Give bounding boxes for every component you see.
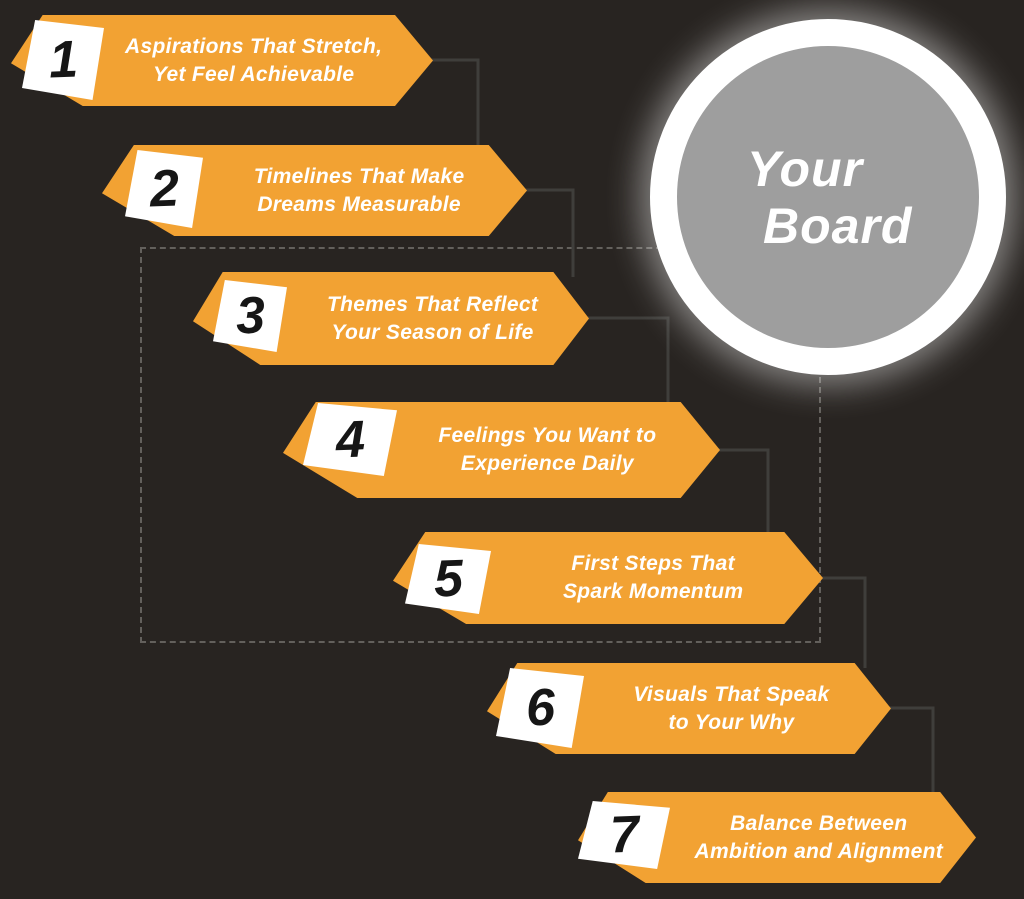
- step-7-line2: Ambition and Alignment: [694, 839, 944, 863]
- step-7-text: Balance Between Ambition and Alignment: [685, 792, 952, 883]
- step-4-line1: Feelings You Want to: [438, 424, 657, 447]
- connector-step1-step2: [425, 58, 480, 150]
- connector-step3-step4: [582, 316, 670, 407]
- step-6-text: Visuals That Speak to Your Why: [596, 663, 867, 754]
- step-5-line1: First Steps That: [571, 552, 735, 575]
- step-6-line2: to Your Why: [668, 710, 795, 734]
- step-7-number: 7: [608, 805, 640, 865]
- step-4-text: Feelings You Want to Experience Daily: [401, 402, 694, 498]
- step-6-number-plate: 6: [496, 668, 584, 748]
- step-4-number-plate: 4: [303, 403, 397, 476]
- step-banner-1: Aspirations That Stretch, Yet Feel Achie…: [11, 15, 433, 106]
- step-2-number-plate: 2: [125, 150, 203, 228]
- step-5-line2: Spark Momentum: [562, 580, 744, 603]
- step-3-line1: Themes That Reflect: [327, 292, 539, 316]
- step-3-number-plate: 3: [213, 280, 287, 352]
- step-1-number: 1: [47, 30, 79, 90]
- step-1-line2: Yet Feel Achievable: [152, 62, 355, 86]
- step-6-line1: Visuals That Speak: [633, 682, 830, 706]
- step-2-number: 2: [148, 159, 180, 219]
- step-7-number-plate: 7: [578, 801, 670, 869]
- step-1-number-plate: 1: [22, 20, 104, 100]
- step-1-text: Aspirations That Stretch, Yet Feel Achie…: [108, 15, 399, 106]
- step-4-number: 4: [334, 410, 366, 469]
- step-5-text: First Steps That Spark Momentum: [509, 532, 797, 624]
- step-7-line1: Balance Between: [730, 811, 908, 835]
- step-2-text: Timelines That Make Dreams Measurable: [217, 145, 502, 236]
- board-title-line2: Board: [763, 198, 913, 254]
- step-6-number: 6: [524, 678, 556, 738]
- connector-step5-step6: [815, 576, 867, 668]
- step-2-line2: Dreams Measurable: [257, 192, 461, 216]
- step-3-text: Themes That Reflect Your Season of Life: [300, 272, 565, 365]
- step-1-line1: Aspirations That Stretch,: [125, 34, 383, 58]
- step-3-number: 3: [234, 286, 266, 346]
- board-title-line1: Your: [747, 141, 864, 197]
- connector-step2-step3: [520, 188, 575, 277]
- step-4-line2: Experience Daily: [460, 452, 634, 475]
- board-title: Your Board: [747, 141, 912, 255]
- connector-step6-step7: [884, 706, 935, 797]
- step-2-line1: Timelines That Make: [253, 164, 465, 188]
- connector-step4-step5: [712, 448, 770, 537]
- dotted-region-outline: [140, 247, 821, 643]
- step-3-line2: Your Season of Life: [331, 320, 534, 344]
- step-5-number: 5: [432, 549, 464, 609]
- step-5-number-plate: 5: [405, 544, 491, 614]
- your-board-circle: Your Board: [650, 19, 1006, 375]
